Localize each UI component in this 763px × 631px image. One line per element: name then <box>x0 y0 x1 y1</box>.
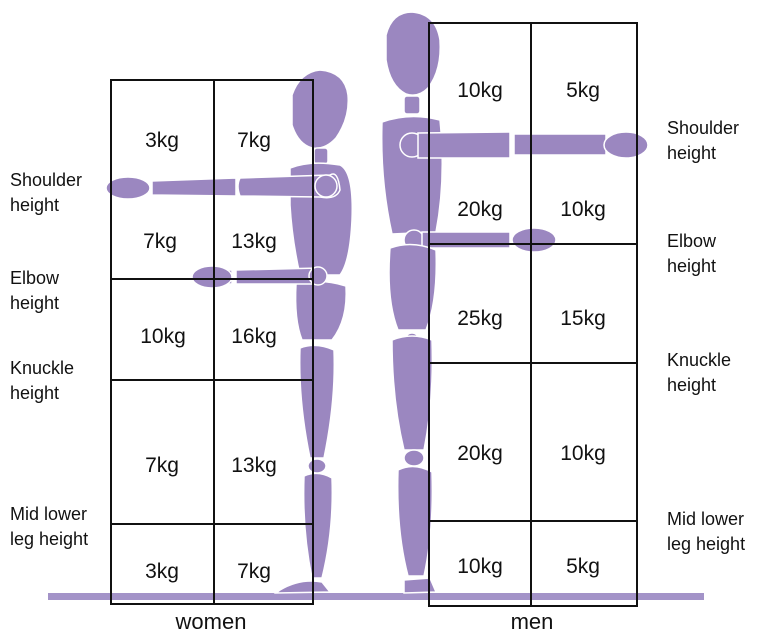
women-cell-r2c2: 13kg <box>231 230 277 253</box>
women-cell-r3c1: 10kg <box>140 325 186 348</box>
men-label-mid-lower-leg-height: Mid lower leg height <box>667 507 745 557</box>
women-caption: women <box>175 609 247 631</box>
women-cell-r3c2: 16kg <box>231 325 277 348</box>
women-label-mid-lower-leg-height: Mid lower leg height <box>10 502 88 552</box>
women-label-elbow-height: Elbow height <box>10 266 59 316</box>
men-label-elbow-height: Elbow height <box>667 229 716 279</box>
men-cell-r2c2: 10kg <box>560 198 606 221</box>
men-cell-r2c1: 20kg <box>457 198 503 221</box>
men-cell-r3c2: 15kg <box>560 307 606 330</box>
men-cell-r1c2: 5kg <box>566 79 600 102</box>
women-cell-r5c1: 3kg <box>145 560 179 583</box>
men-label-knuckle-height: Knuckle height <box>667 348 731 398</box>
women-cell-r1c2: 7kg <box>237 129 271 152</box>
men-caption: men <box>511 609 554 631</box>
men-cell-r4c1: 20kg <box>457 442 503 465</box>
women-cell-r1c1: 3kg <box>145 129 179 152</box>
man-figure <box>382 12 648 593</box>
women-cell-r4c2: 13kg <box>231 454 277 477</box>
men-label-shoulder-height: Shoulder height <box>667 116 739 166</box>
women-cell-r2c1: 7kg <box>143 230 177 253</box>
men-cell-r5c1: 10kg <box>457 555 503 578</box>
women-cell-r4c1: 7kg <box>145 454 179 477</box>
floor-line <box>48 593 704 600</box>
women-label-knuckle-height: Knuckle height <box>10 356 74 406</box>
men-cell-r3c1: 25kg <box>457 307 503 330</box>
men-cell-r1c1: 10kg <box>457 79 503 102</box>
men-cell-r4c2: 10kg <box>560 442 606 465</box>
women-cell-values: 3kg 7kg 7kg 13kg 10kg 16kg 7kg 13kg 3kg … <box>140 129 277 583</box>
women-cell-r5c2: 7kg <box>237 560 271 583</box>
men-cell-r5c2: 5kg <box>566 555 600 578</box>
women-label-shoulder-height: Shoulder height <box>10 168 82 218</box>
